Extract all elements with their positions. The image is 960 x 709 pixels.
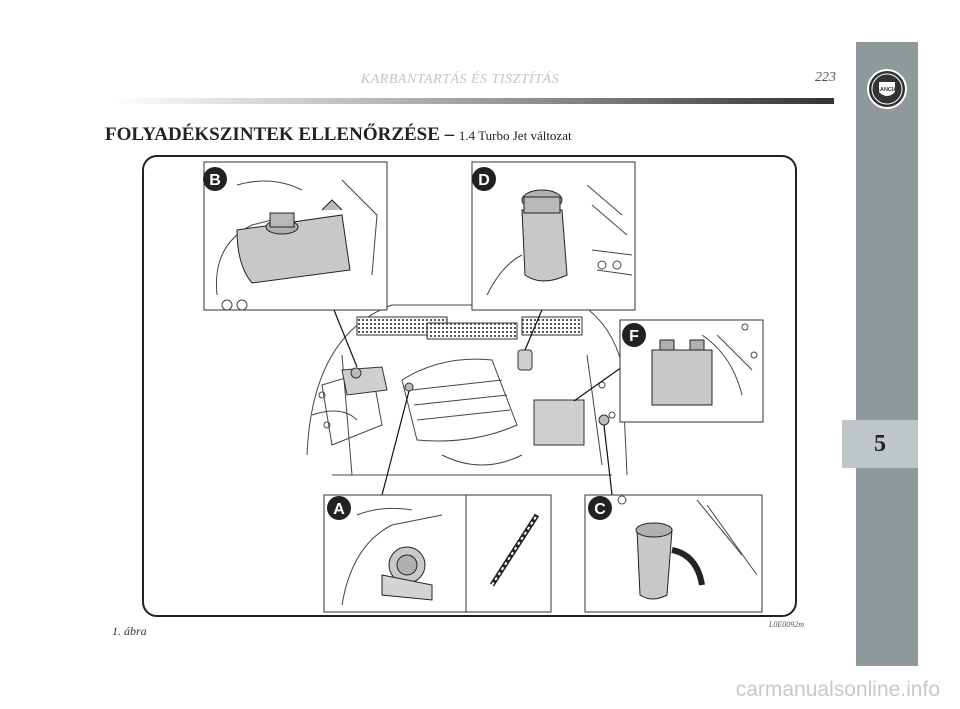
callout-f: F (629, 328, 639, 345)
inset-d: D (471, 161, 636, 311)
callout-d: D (478, 172, 490, 189)
lancia-shield-icon: LANCIA (867, 69, 907, 109)
chapter-number: 5 (874, 430, 886, 457)
callout-a: A (333, 501, 345, 518)
chapter-side-tab (856, 42, 918, 666)
callout-c: C (594, 501, 606, 518)
logo-text: LANCIA (877, 87, 898, 93)
section-subtitle: 1.4 Turbo Jet változat (458, 128, 572, 143)
header-rule (110, 98, 834, 104)
engine-bay-figure: B D (142, 155, 797, 617)
page-number: 223 (815, 70, 836, 85)
section-title-text: FOLYADÉKSZINTEK ELLENŐRZÉSE – (105, 124, 455, 145)
engine-bay-sketch (306, 304, 628, 476)
inset-a: A (323, 494, 552, 613)
inset-f: F (619, 319, 764, 423)
watermark: carmanualsonline.info (735, 678, 940, 701)
running-title: KARBANTARTÁS ÉS TISZTÍTÁS (360, 72, 560, 87)
chapter-tab[interactable]: 5 (842, 420, 918, 468)
figure-code: L0E0092m (768, 620, 804, 629)
section-title: FOLYADÉKSZINTEK ELLENŐRZÉSE – 1.4 Turbo … (105, 124, 572, 146)
inset-b: B (203, 161, 388, 311)
inset-c: C (584, 494, 763, 613)
callout-b: B (209, 172, 221, 189)
leader-lines (331, 304, 623, 496)
engine-bay-illustration: B D (142, 155, 797, 617)
figure-caption: 1. ábra (112, 624, 147, 638)
